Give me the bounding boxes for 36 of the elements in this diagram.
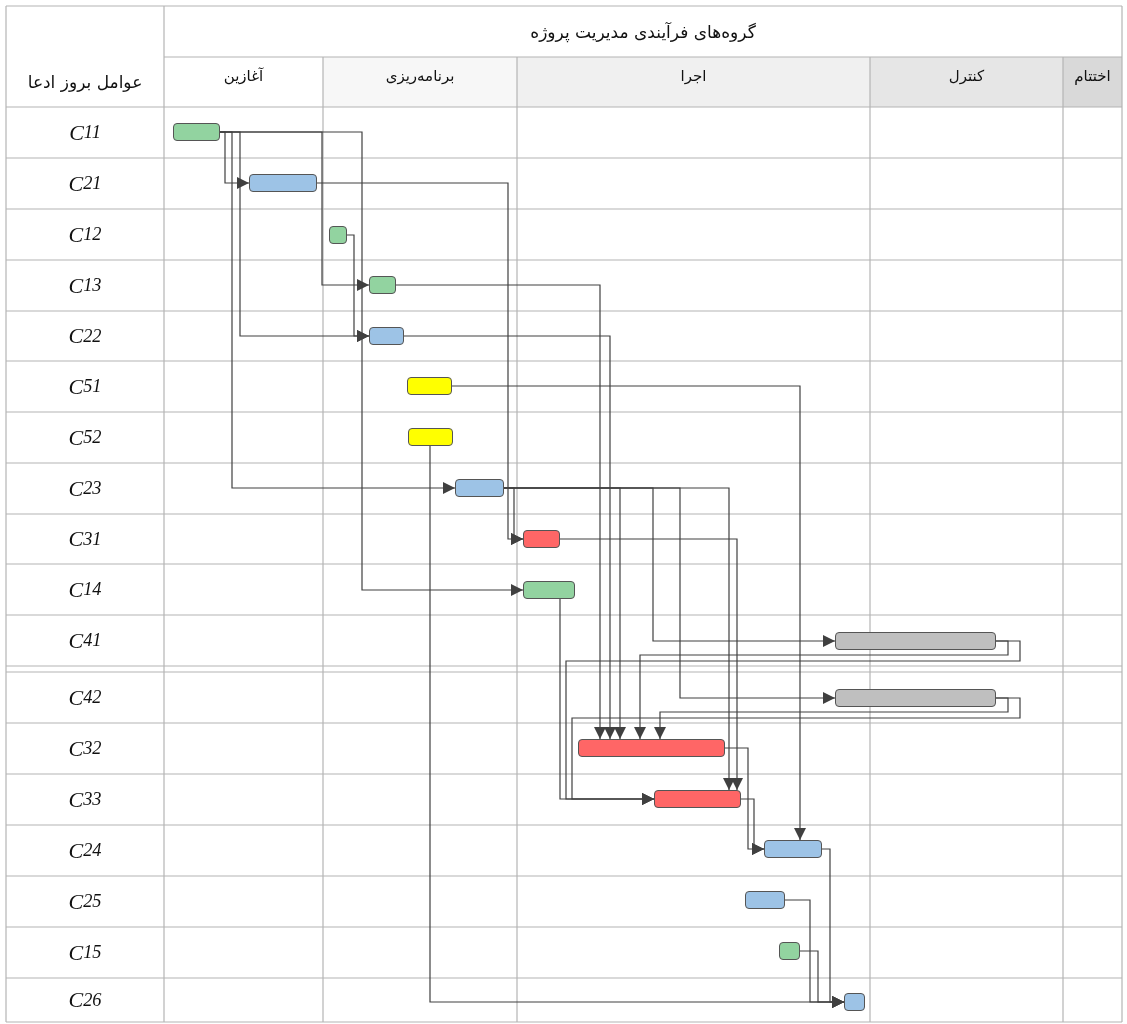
arrow (571, 697, 1021, 805)
arrow (799, 950, 845, 1008)
task-bar (764, 840, 822, 858)
task-bar (835, 689, 996, 707)
task-bar (249, 174, 317, 192)
arrow (634, 640, 1009, 740)
task-bar (523, 530, 560, 548)
task-bar (369, 327, 404, 345)
task-bar (173, 123, 220, 141)
column-heading: کنترل (870, 57, 1063, 107)
task-bar (835, 632, 996, 650)
task-bar (407, 377, 452, 395)
column-heading: برنامه‌ریزی (323, 57, 517, 107)
task-bar (408, 428, 453, 446)
arrow (403, 335, 616, 740)
arrow (451, 385, 806, 841)
arrow (559, 538, 743, 791)
task-bar (455, 479, 504, 497)
task-bar (779, 942, 800, 960)
arrow (740, 798, 765, 855)
column-heading: آغازین (222, 66, 265, 87)
table-title: گروه‌های فرآیندی مدیریت پروژه (529, 20, 757, 45)
arrow (503, 487, 836, 704)
column-heading: عوامل بروز ادعا (26, 71, 144, 94)
task-bar (745, 891, 785, 909)
arrow (654, 697, 1009, 740)
task-bar (654, 790, 741, 808)
task-bar (329, 226, 347, 244)
task-bar (523, 581, 575, 599)
arrow (219, 131, 456, 494)
task-bar (369, 276, 396, 294)
arrow (395, 284, 606, 740)
task-bar (578, 739, 725, 757)
column-heading: اجرا (517, 57, 870, 107)
task-bar (844, 993, 865, 1011)
arrow (346, 234, 370, 342)
